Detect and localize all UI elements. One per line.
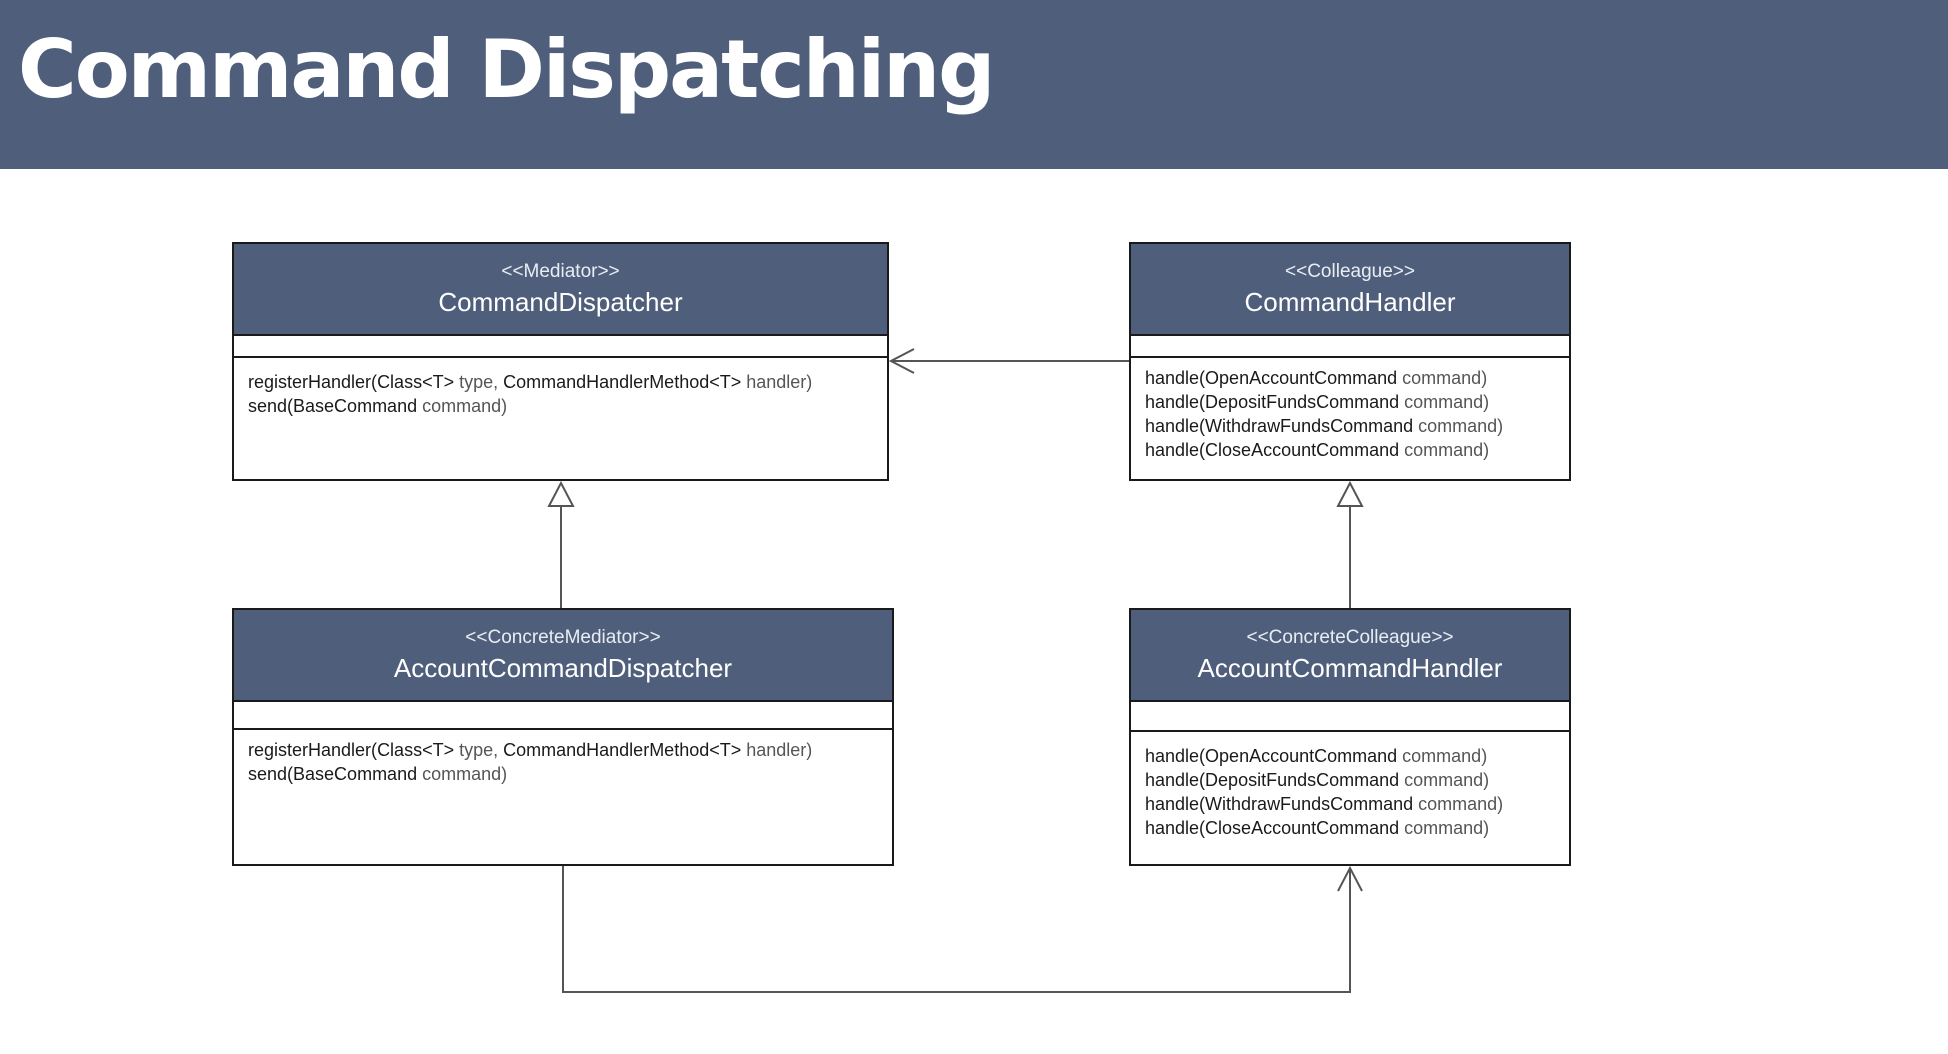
method: send(BaseCommand command) [248,764,508,784]
class-name: CommandDispatcher [438,287,683,317]
class-name: AccountCommandHandler [1197,653,1503,683]
class-command-handler: <<Colleague>> CommandHandler handle(Open… [1129,242,1571,481]
method: handle(OpenAccountCommand command) [1145,746,1488,766]
methods-compartment: handle(OpenAccountCommand command) handl… [1145,744,1563,840]
class-command-dispatcher: <<Mediator>> CommandDispatcher registerH… [232,242,889,481]
method: handle(CloseAccountCommand command) [1145,818,1490,838]
method: send(BaseCommand command) [248,396,508,416]
association-arrow-handler-to-dispatcher [888,348,1129,374]
method: handle(CloseAccountCommand command) [1145,440,1490,460]
class-stereotype: <<Mediator>> [501,261,620,282]
method: handle(WithdrawFundsCommand command) [1145,794,1504,814]
class-header: <<Colleague>> CommandHandler [1131,244,1569,336]
attributes-compartment [1131,334,1569,358]
page-title: Command Dispatching [18,23,995,116]
attributes-compartment [1131,700,1569,732]
class-name: AccountCommandDispatcher [393,653,733,683]
class-account-command-dispatcher: <<ConcreteMediator>> AccountCommandDispa… [232,608,894,866]
class-header: <<ConcreteMediator>> AccountCommandDispa… [234,610,892,702]
method: handle(WithdrawFundsCommand command) [1145,416,1504,436]
generalization-arrow-dispatcher [547,480,575,608]
attributes-compartment [234,700,892,730]
generalization-arrow-handler [1336,480,1364,608]
class-stereotype: <<ConcreteMediator>> [465,627,661,648]
methods-compartment: registerHandler(Class<T> type, CommandHa… [248,738,886,786]
class-header: <<ConcreteColleague>> AccountCommandHand… [1131,610,1569,702]
title-bar: Command Dispatching [0,0,1948,169]
class-account-command-handler: <<ConcreteColleague>> AccountCommandHand… [1129,608,1571,866]
method: handle(DepositFundsCommand command) [1145,770,1490,790]
method: registerHandler(Class<T> type, CommandHa… [248,740,813,760]
class-name: CommandHandler [1244,287,1456,317]
class-stereotype: <<ConcreteColleague>> [1246,627,1454,648]
class-stereotype: <<Colleague>> [1285,261,1415,282]
methods-compartment: handle(OpenAccountCommand command) handl… [1145,366,1563,462]
method: registerHandler(Class<T> type, CommandHa… [248,372,813,392]
attributes-compartment [234,334,887,358]
methods-compartment: registerHandler(Class<T> type, CommandHa… [248,370,881,418]
method: handle(OpenAccountCommand command) [1145,368,1488,388]
method: handle(DepositFundsCommand command) [1145,392,1490,412]
class-header: <<Mediator>> CommandDispatcher [234,244,887,336]
association-arrow-concrete [562,865,1363,993]
